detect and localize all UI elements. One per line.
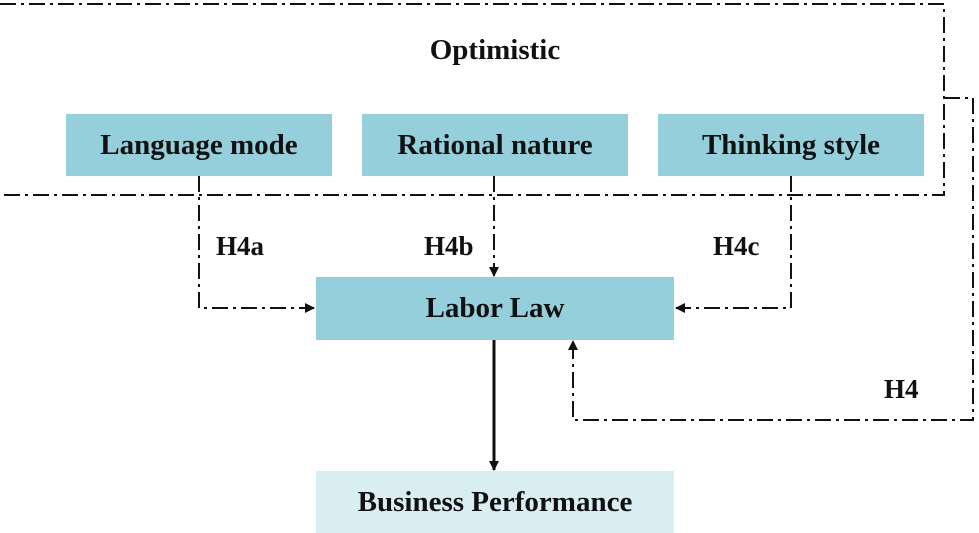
optimistic-group-border bbox=[0, 3, 945, 196]
node-thinking-style: Thinking style bbox=[658, 114, 924, 176]
node-business-performance: Business Performance bbox=[316, 471, 674, 533]
edge-label-h4a: H4a bbox=[216, 231, 265, 261]
h4c-connector bbox=[675, 176, 792, 313]
edge-label-h4: H4 bbox=[884, 374, 919, 404]
h4-connector bbox=[568, 97, 974, 421]
node-language-mode: Language mode bbox=[66, 114, 332, 176]
optimistic-group-title: Optimistic bbox=[429, 34, 561, 66]
node-labor-law: Labor Law bbox=[316, 277, 674, 340]
node-rational-nature: Rational nature bbox=[362, 114, 628, 176]
edge-label-h4c: H4c bbox=[713, 231, 760, 261]
h4a-connector bbox=[198, 176, 315, 313]
edge-label-h4b: H4b bbox=[424, 231, 474, 261]
